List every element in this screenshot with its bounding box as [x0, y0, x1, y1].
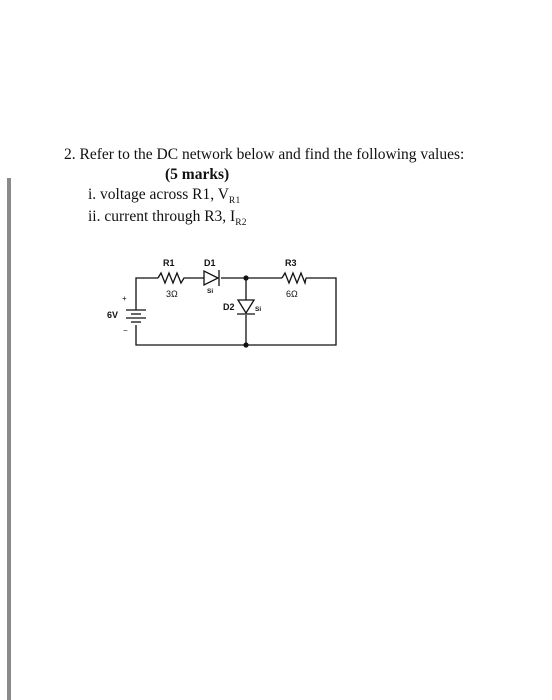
d2-type: Si	[255, 306, 261, 313]
source-plus: +	[122, 294, 127, 303]
item-1-text: i. voltage across R1, V	[88, 186, 229, 203]
junction-bottom	[243, 342, 249, 348]
d1-diode	[203, 269, 220, 287]
question-item-1: i. voltage across R1, VR1	[88, 186, 241, 206]
r3-label: R3	[285, 258, 297, 268]
source-minus: −	[123, 326, 128, 335]
d1-type: Si	[207, 288, 213, 295]
source-value: 6V	[107, 310, 118, 320]
item-2-subscript: R2	[235, 218, 247, 228]
battery-6v	[126, 309, 146, 323]
r1-resistor	[157, 271, 186, 285]
d2-label: D2	[223, 302, 235, 312]
item-2-text: ii. current through R3, I	[88, 208, 236, 225]
r1-value: 3Ω	[166, 289, 178, 299]
junction-top	[243, 275, 249, 281]
question-number: 2.	[64, 146, 76, 163]
marks-label: (5 marks)	[165, 166, 230, 183]
d1-label: D1	[204, 258, 216, 268]
item-1-subscript: R1	[228, 196, 241, 206]
r3-value: 6Ω	[286, 289, 298, 299]
d2-diode	[236, 299, 256, 315]
r1-label: R1	[163, 258, 175, 268]
page-margin-bar	[7, 178, 11, 700]
question-item-2: ii. current through R3, IR2	[88, 208, 247, 228]
question-text: Refer to the DC network below and find t…	[79, 146, 465, 163]
question-line: 2. Refer to the DC network below and fin…	[64, 144, 464, 165]
r3-resistor	[281, 271, 307, 286]
circuit-wires	[135, 277, 337, 346]
